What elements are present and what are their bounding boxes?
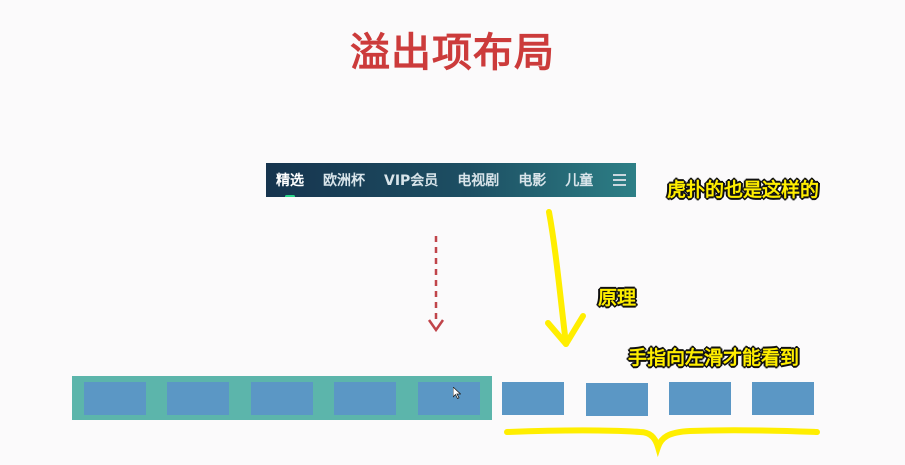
annotation-huya: 虎扑的也是这样的 xyxy=(667,179,820,201)
overflow-item-block xyxy=(502,382,564,415)
yellow-underline-brace xyxy=(504,427,820,458)
hamburger-icon[interactable] xyxy=(613,174,626,186)
dashed-arrow-head xyxy=(427,319,445,333)
tab-featured[interactable]: 精选 xyxy=(276,170,304,197)
annotation-principle: 原理 xyxy=(598,287,637,309)
overflow-item-block xyxy=(669,382,731,415)
tab-tv-series[interactable]: 电视剧 xyxy=(457,173,500,189)
nav-bar: 精选 欧洲杯 VIP会员 电视剧 电影 儿童 xyxy=(266,163,636,197)
overflow-item-block xyxy=(586,383,648,416)
page-title: 溢出项布局 xyxy=(350,30,555,76)
yellow-arrow xyxy=(546,209,569,347)
tab-euro-cup[interactable]: 欧洲杯 xyxy=(323,173,365,189)
item-block xyxy=(334,382,396,415)
item-block xyxy=(167,382,229,415)
tab-movies[interactable]: 电影 xyxy=(518,173,547,189)
item-block xyxy=(84,382,146,415)
annotation-swipe: 手指向左滑才能看到 xyxy=(628,347,800,369)
tab-kids[interactable]: 儿童 xyxy=(565,173,594,189)
tab-vip[interactable]: VIP会员 xyxy=(384,173,439,189)
overflow-item-block xyxy=(752,382,814,415)
yellow-arrow-head xyxy=(545,313,586,347)
mouse-cursor-icon xyxy=(453,387,461,399)
item-block xyxy=(418,382,480,415)
item-block xyxy=(251,382,313,415)
